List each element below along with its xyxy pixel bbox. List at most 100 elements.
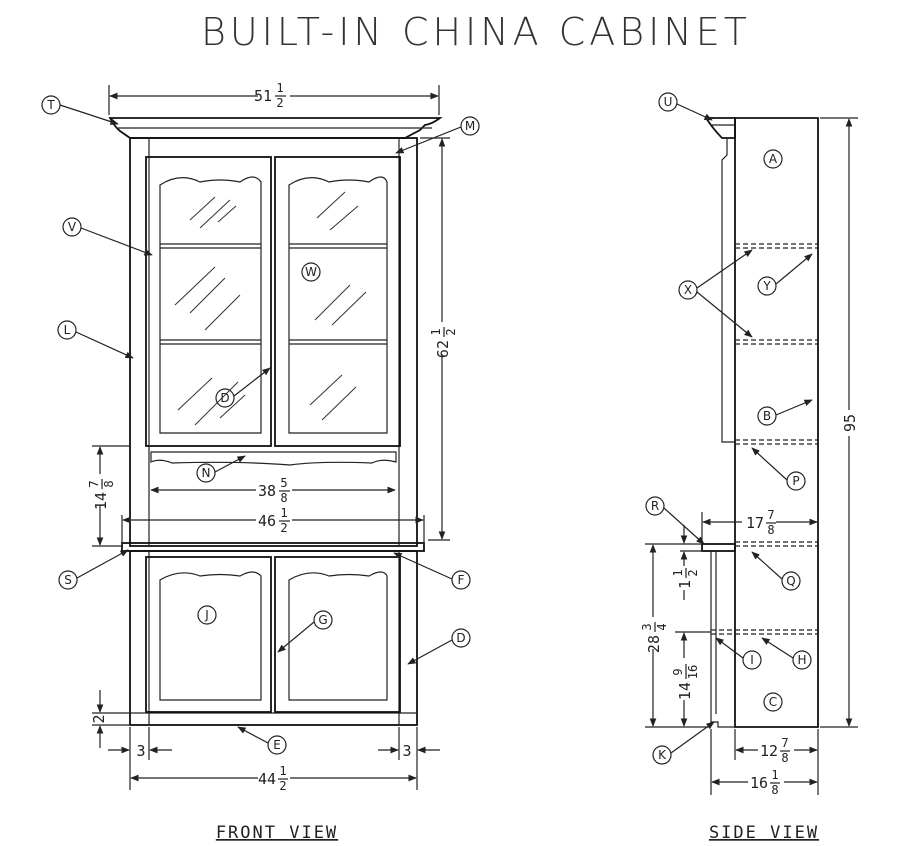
svg-text:51: 51 [254, 87, 272, 105]
callout-R: R [645, 496, 705, 545]
svg-text:J: J [204, 608, 209, 622]
dim-gap-height: 14 7 8 [87, 474, 116, 510]
callout-J: J [197, 605, 217, 625]
svg-text:2: 2 [276, 96, 283, 110]
dim-lower-height: 28 3 4 [640, 617, 669, 653]
svg-text:95: 95 [841, 414, 859, 432]
side-counter [701, 543, 736, 552]
svg-text:5: 5 [280, 476, 287, 490]
svg-text:M: M [465, 119, 475, 133]
callout-G: G [277, 610, 333, 653]
svg-text:8: 8 [280, 491, 287, 505]
svg-text:1: 1 [276, 81, 283, 95]
callout-V: V [62, 217, 153, 256]
callout-Y: Y [757, 253, 813, 296]
side-panel [734, 117, 819, 728]
callout-P: P [751, 447, 806, 491]
svg-text:P: P [792, 474, 799, 488]
left-glass-door [145, 156, 272, 447]
svg-text:8: 8 [781, 751, 788, 765]
callout-K: K [652, 721, 715, 765]
svg-text:12: 12 [760, 742, 778, 760]
svg-text:1: 1 [280, 506, 287, 520]
svg-text:C: C [769, 695, 777, 709]
svg-text:3: 3 [640, 623, 654, 630]
svg-text:16: 16 [686, 665, 700, 679]
svg-text:T: T [46, 98, 55, 112]
side-crown [704, 117, 736, 139]
side-view-label: SIDE VIEW [709, 823, 819, 843]
svg-text:14: 14 [92, 492, 110, 510]
svg-text:I: I [750, 653, 754, 667]
dim-left-stile: 3 [136, 742, 145, 760]
callout-F: F [393, 552, 471, 590]
callout-B: B [757, 399, 813, 426]
front-view-label: FRONT VIEW [216, 823, 338, 843]
svg-text:1: 1 [671, 569, 685, 576]
svg-text:K: K [658, 748, 667, 762]
dim-counter-thickness: 1 1 2 [671, 566, 700, 590]
svg-text:44: 44 [258, 770, 276, 788]
callout-U: U [658, 92, 713, 121]
svg-text:9: 9 [671, 668, 685, 675]
svg-text:H: H [797, 653, 806, 667]
dim-bottom-width: 44 1 2 [258, 764, 290, 793]
svg-text:X: X [684, 283, 692, 297]
svg-text:8: 8 [767, 523, 774, 537]
callout-X: X [678, 249, 753, 338]
callout-D-lower: D [407, 628, 471, 665]
front-view: 51 1 2 62 1 2 38 5 8 46 [41, 81, 480, 843]
svg-text:1: 1 [771, 768, 778, 782]
svg-text:B: B [763, 409, 771, 423]
dim-base-height: 2 [90, 714, 108, 723]
svg-text:7: 7 [767, 508, 774, 522]
side-view: 95 17 7 8 28 3 4 1 1 [640, 92, 859, 843]
left-lower-door [145, 556, 272, 713]
svg-text:8: 8 [102, 480, 116, 487]
svg-text:7: 7 [87, 480, 101, 487]
svg-text:F: F [458, 573, 465, 587]
callout-W: W [301, 262, 321, 282]
callout-L: L [57, 320, 134, 359]
svg-text:8: 8 [771, 783, 778, 797]
dim-right-stile: 3 [402, 742, 411, 760]
svg-text:S: S [64, 573, 72, 587]
svg-text:U: U [664, 95, 673, 109]
dim-upper-height: 62 1 2 [429, 322, 458, 358]
svg-text:E: E [273, 738, 281, 752]
svg-text:Y: Y [762, 279, 771, 293]
svg-text:7: 7 [781, 736, 788, 750]
svg-text:38: 38 [258, 482, 276, 500]
svg-text:D: D [456, 631, 465, 645]
svg-text:A: A [769, 152, 778, 166]
dim-lower-depth: 16 1 8 [748, 768, 784, 797]
svg-text:L: L [64, 323, 71, 337]
dim-counter-width: 46 1 2 [256, 506, 292, 535]
dim-upper-depth: 12 7 8 [758, 736, 794, 765]
callout-M: M [395, 116, 480, 154]
svg-text:N: N [202, 466, 211, 480]
svg-text:2: 2 [280, 521, 287, 535]
svg-text:46: 46 [258, 512, 276, 530]
svg-text:1: 1 [429, 328, 443, 335]
callout-D-upper: D [215, 367, 271, 408]
lower-cabinet-frame [129, 550, 418, 726]
svg-text:R: R [651, 499, 659, 513]
svg-text:Q: Q [786, 574, 795, 588]
upper-apron [150, 451, 397, 466]
svg-text:V: V [68, 220, 77, 234]
svg-text:D: D [220, 391, 229, 405]
callout-A: A [763, 149, 783, 169]
svg-text:16: 16 [750, 774, 768, 792]
svg-text:17: 17 [746, 514, 764, 532]
svg-text:2: 2 [444, 328, 458, 335]
right-lower-door [274, 556, 401, 713]
svg-text:G: G [318, 613, 327, 627]
callout-C: C [763, 692, 783, 712]
callout-S: S [58, 549, 129, 590]
svg-text:14: 14 [676, 682, 694, 700]
callout-Q: Q [751, 551, 801, 591]
dim-shelf-height: 14 9 16 [671, 658, 700, 700]
